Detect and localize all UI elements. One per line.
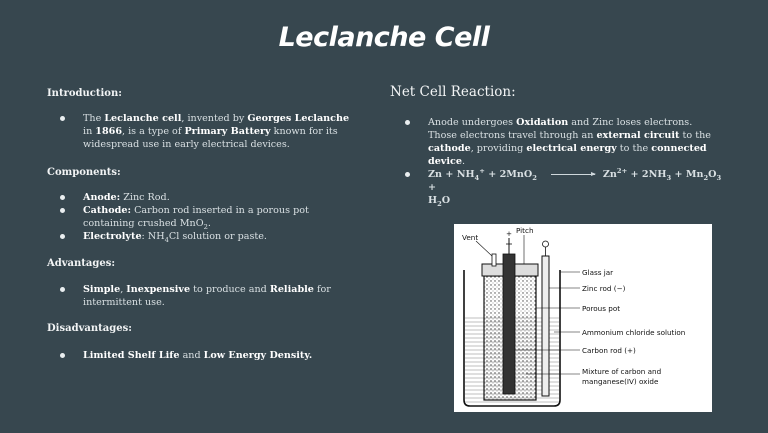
label-plus: +	[506, 229, 512, 238]
introduction-list: The Leclanche cell, invented by Georges …	[60, 112, 360, 151]
label-pitch: Pitch	[516, 226, 534, 235]
zinc-rod	[541, 255, 550, 397]
introduction-heading: Introduction:	[47, 88, 122, 99]
oxidation-point: Anode undergoes Oxidation and Zinc loses…	[405, 116, 723, 168]
label-mixture-line2: manganese(IV) oxide	[582, 377, 659, 386]
label-carbon-rod: Carbon rod (+)	[582, 346, 636, 355]
components-heading: Components:	[47, 167, 121, 178]
advantages-list: Simple, Inexpensive to produce and Relia…	[60, 283, 350, 309]
net-reaction-heading: Net Cell Reaction:	[390, 84, 516, 100]
disadvantages-heading: Disadvantages:	[47, 323, 132, 334]
introduction-item: The Leclanche cell, invented by Georges …	[60, 112, 360, 151]
zinc-terminal	[542, 240, 549, 248]
carbon-rod	[502, 253, 516, 395]
label-zinc-rod: Zinc rod (−)	[582, 284, 626, 293]
label-porous-pot: Porous pot	[582, 304, 620, 313]
leclanche-cell-diagram: Vent Pitch + Glass jar Zinc rod (−) Poro…	[454, 224, 712, 412]
advantages-item: Simple, Inexpensive to produce and Relia…	[60, 283, 350, 309]
label-ammonium-chloride: Ammonium chloride solution	[582, 328, 685, 337]
cell-diagram-svg: Vent Pitch + Glass jar Zinc rod (−) Poro…	[462, 226, 685, 407]
glass-jar	[463, 270, 561, 407]
vent-tube	[491, 253, 497, 267]
slide-title: Leclanche Cell	[278, 22, 490, 53]
component-anode: Anode: Zinc Rod.	[60, 191, 340, 204]
component-cathode: Cathode: Carbon rod inserted in a porous…	[60, 204, 340, 230]
components-list: Anode: Zinc Rod. Cathode: Carbon rod ins…	[60, 191, 340, 243]
label-vent: Vent	[462, 233, 478, 242]
advantages-heading: Advantages:	[47, 258, 116, 269]
disadvantages-item: Limited Shelf Life and Low Energy Densit…	[60, 349, 360, 362]
label-glass-jar: Glass jar	[582, 268, 613, 277]
reaction-arrow-icon	[550, 172, 596, 176]
label-mixture-line1: Mixture of carbon and	[582, 367, 661, 376]
disadvantages-list: Limited Shelf Life and Low Energy Densit…	[60, 349, 360, 362]
component-electrolyte: Electrolyte: NH4Cl solution or paste.	[60, 230, 340, 243]
net-reaction-list: Anode undergoes Oxidation and Zinc loses…	[405, 116, 723, 207]
